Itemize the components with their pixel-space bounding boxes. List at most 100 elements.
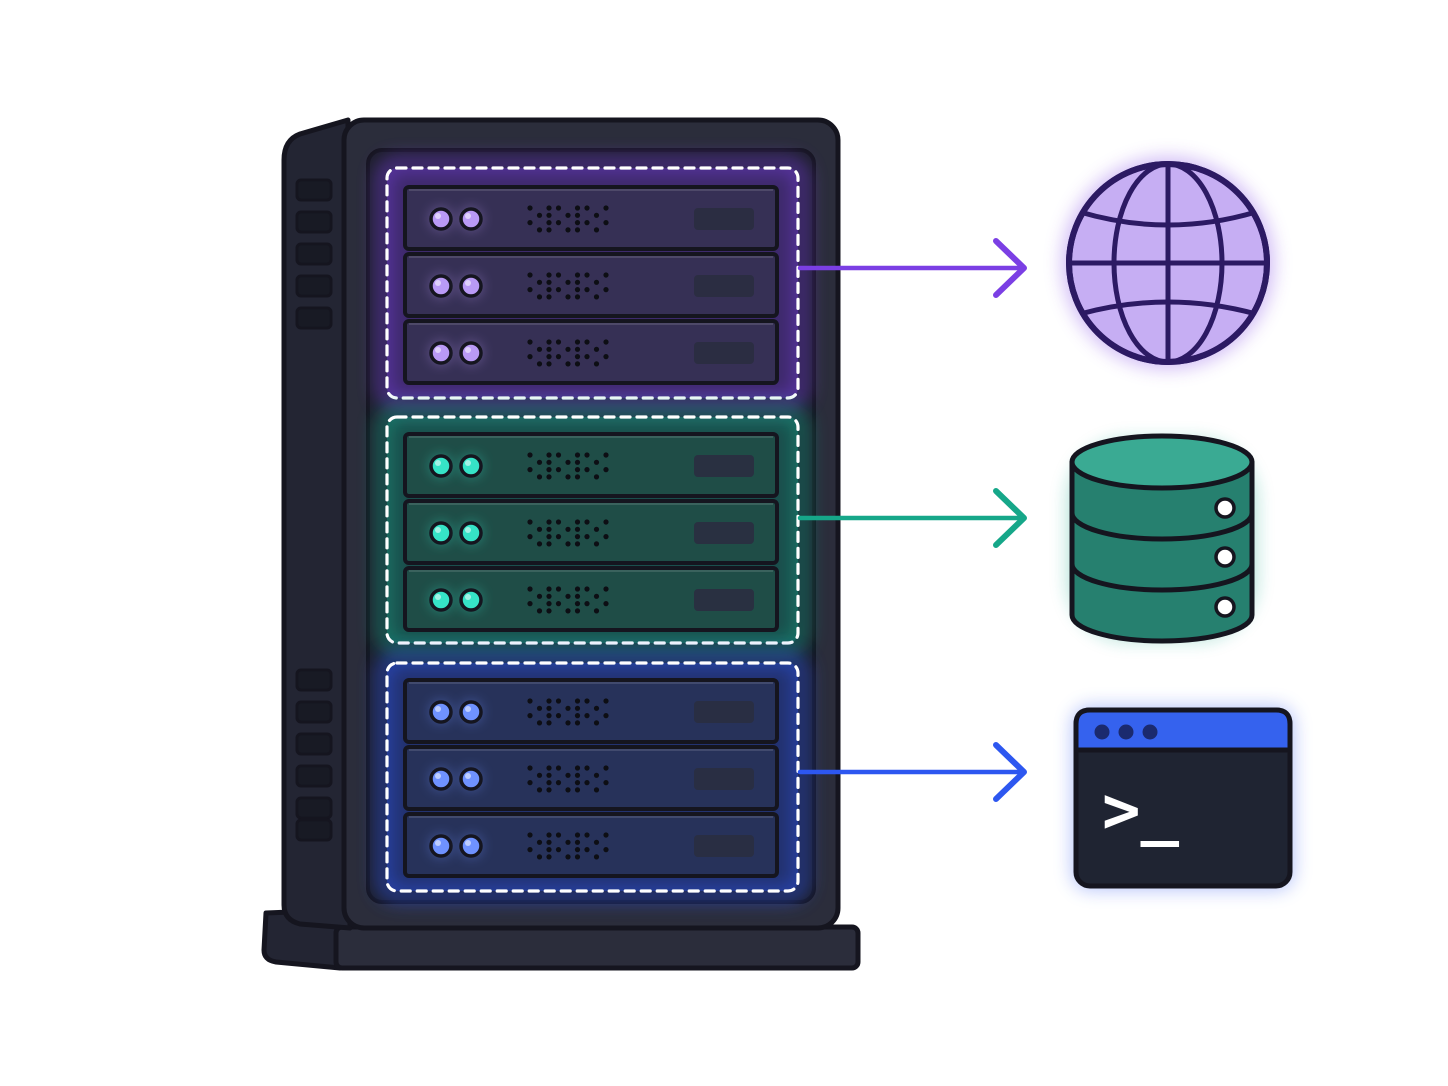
- server-unit: [403, 432, 779, 498]
- grille-dot: [574, 227, 581, 233]
- grille-dot: [546, 205, 552, 211]
- grille-dot: [536, 705, 543, 711]
- grille-dot: [593, 279, 600, 285]
- grille-dot: [584, 765, 590, 771]
- grille-dot: [546, 541, 552, 547]
- side-vent: [295, 274, 333, 298]
- grille-dot: [574, 361, 581, 367]
- grille-dot: [527, 847, 533, 853]
- grille-dot: [593, 839, 600, 845]
- status-led: [459, 767, 483, 791]
- grille-dot: [527, 765, 533, 771]
- rack-base: [333, 924, 861, 971]
- window-control-dot: [1118, 724, 1134, 740]
- vent-grille: [527, 832, 609, 860]
- grille-dot: [584, 713, 590, 719]
- side-vent: [295, 210, 333, 234]
- grille-dot: [603, 601, 609, 607]
- status-led: [459, 834, 483, 858]
- window-control-dot: [1142, 724, 1158, 740]
- grille-dot: [555, 832, 562, 838]
- grille-dot: [536, 608, 543, 614]
- grille-dot: [546, 467, 552, 473]
- grille-dot: [527, 354, 533, 360]
- status-led-shine: [465, 594, 471, 600]
- grille-dot: [565, 526, 571, 532]
- grille-dot: [546, 220, 552, 226]
- status-led: [429, 834, 453, 858]
- grille-dot: [527, 205, 533, 211]
- grille-dot: [546, 839, 552, 845]
- grille-dot: [546, 212, 552, 218]
- server-unit-body: [403, 252, 779, 318]
- grille-dot: [565, 772, 571, 778]
- grille-dot: [565, 474, 571, 480]
- grille-dot: [546, 593, 552, 599]
- grille-dot: [593, 608, 600, 614]
- drive-slot: [694, 589, 754, 611]
- globe-longitude: [1111, 165, 1225, 361]
- grille-dot: [546, 474, 552, 480]
- grille-dot: [555, 339, 562, 345]
- database-indicator: [1214, 546, 1236, 568]
- grille-dot: [593, 772, 600, 778]
- grille-dot: [536, 854, 543, 860]
- grille-dot: [546, 720, 552, 726]
- grille-dot: [536, 593, 543, 599]
- group-dashed-outline: [385, 415, 800, 645]
- grille-dot: [527, 519, 533, 525]
- grille-dot: [546, 772, 552, 778]
- database-icon: [1068, 433, 1256, 644]
- grille-dot: [527, 780, 533, 786]
- arrow-to-terminal: [797, 742, 1027, 802]
- grille-dot: [603, 205, 609, 211]
- grille-dot: [584, 452, 590, 458]
- grille-dot: [536, 361, 543, 367]
- arrowhead: [993, 488, 1027, 548]
- grille-dot: [574, 459, 581, 465]
- vent-grille: [527, 519, 609, 547]
- side-vent: [295, 178, 333, 202]
- rack-unit-groups: [376, 157, 809, 902]
- server-unit: [403, 745, 779, 811]
- grille-dot: [603, 272, 609, 278]
- status-led: [429, 700, 453, 724]
- database-segment-line: [1069, 563, 1255, 593]
- server-unit: [403, 319, 779, 385]
- vent-grille: [527, 452, 609, 480]
- grille-dot: [546, 361, 552, 367]
- grille-dot: [593, 541, 600, 547]
- grille-dot: [546, 832, 552, 838]
- status-led: [459, 341, 483, 365]
- status-led-shine: [435, 347, 441, 353]
- grille-dot: [574, 526, 581, 532]
- status-led: [459, 588, 483, 612]
- side-vent: [295, 700, 333, 724]
- grille-dot: [574, 698, 581, 704]
- grille-dot: [574, 294, 581, 300]
- grille-dot: [536, 279, 543, 285]
- grille-dot: [565, 541, 571, 547]
- grille-dot: [593, 854, 600, 860]
- grille-dot: [603, 847, 609, 853]
- grille-dot: [527, 452, 533, 458]
- grille-dot: [565, 608, 571, 614]
- grille-dot: [527, 272, 533, 278]
- drive-slot: [694, 522, 754, 544]
- grille-dot: [574, 279, 581, 285]
- status-led-shine: [465, 773, 471, 779]
- grille-dot: [603, 698, 609, 704]
- drive-slot: [694, 835, 754, 857]
- grille-dot: [574, 474, 581, 480]
- grille-dot: [574, 354, 581, 360]
- grille-dot: [546, 354, 552, 360]
- grille-dot: [603, 713, 609, 719]
- grille-dot: [603, 765, 609, 771]
- grille-dot: [565, 294, 571, 300]
- grille-dot: [536, 526, 543, 532]
- grille-dot: [527, 220, 533, 226]
- vent-grille: [527, 765, 609, 793]
- grille-dot: [546, 601, 552, 607]
- grille-dot: [555, 205, 562, 211]
